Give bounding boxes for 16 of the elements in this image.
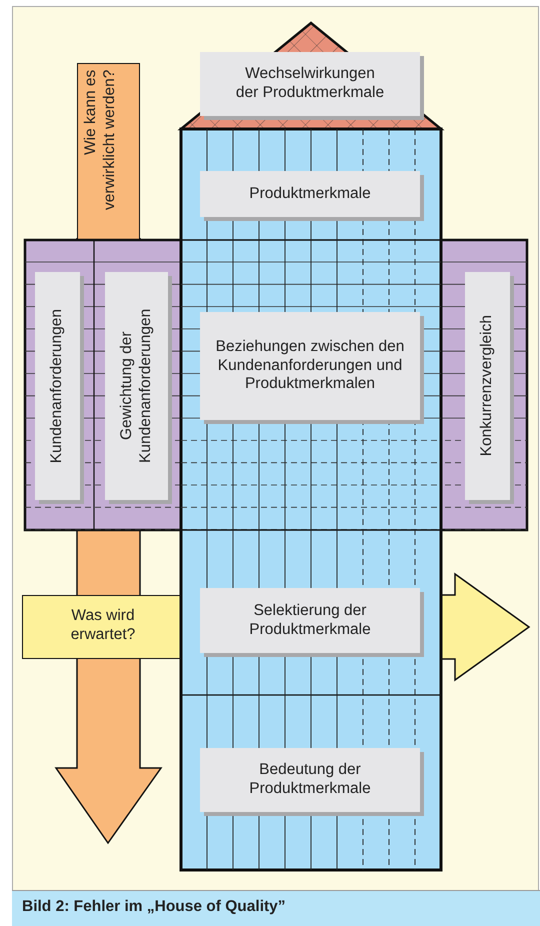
label-text: Gewichtung der Kundenanforderungen: [118, 308, 154, 466]
label-text: Konkurrenzvergleich: [478, 315, 496, 457]
label-box: Selektierung der Produktmerkmale: [200, 588, 420, 653]
label-box: [35, 272, 80, 500]
label-box: [465, 272, 510, 500]
arrow-label: Wie kann es verwirklicht werden?: [82, 70, 119, 212]
arrow-tail-box: [22, 595, 180, 659]
label-box: Produktmerkmale: [200, 171, 420, 217]
label-box: [105, 272, 168, 500]
label-text: Kundenanforderungen: [48, 308, 66, 464]
caption: Bild 2: Fehler im „House of Quality”: [22, 898, 286, 916]
arrow-tail-box: [77, 63, 140, 241]
label-box: Bedeutung der Produktmerkmale: [200, 748, 420, 812]
label-box: Wechselwirkungen der Produktmerkmale: [200, 52, 420, 116]
arrow-label: Was wird erwartet?: [70, 607, 136, 645]
label-box: Beziehungen zwischen den Kundenanforderungen und Produktmerkmalen: [200, 312, 420, 420]
